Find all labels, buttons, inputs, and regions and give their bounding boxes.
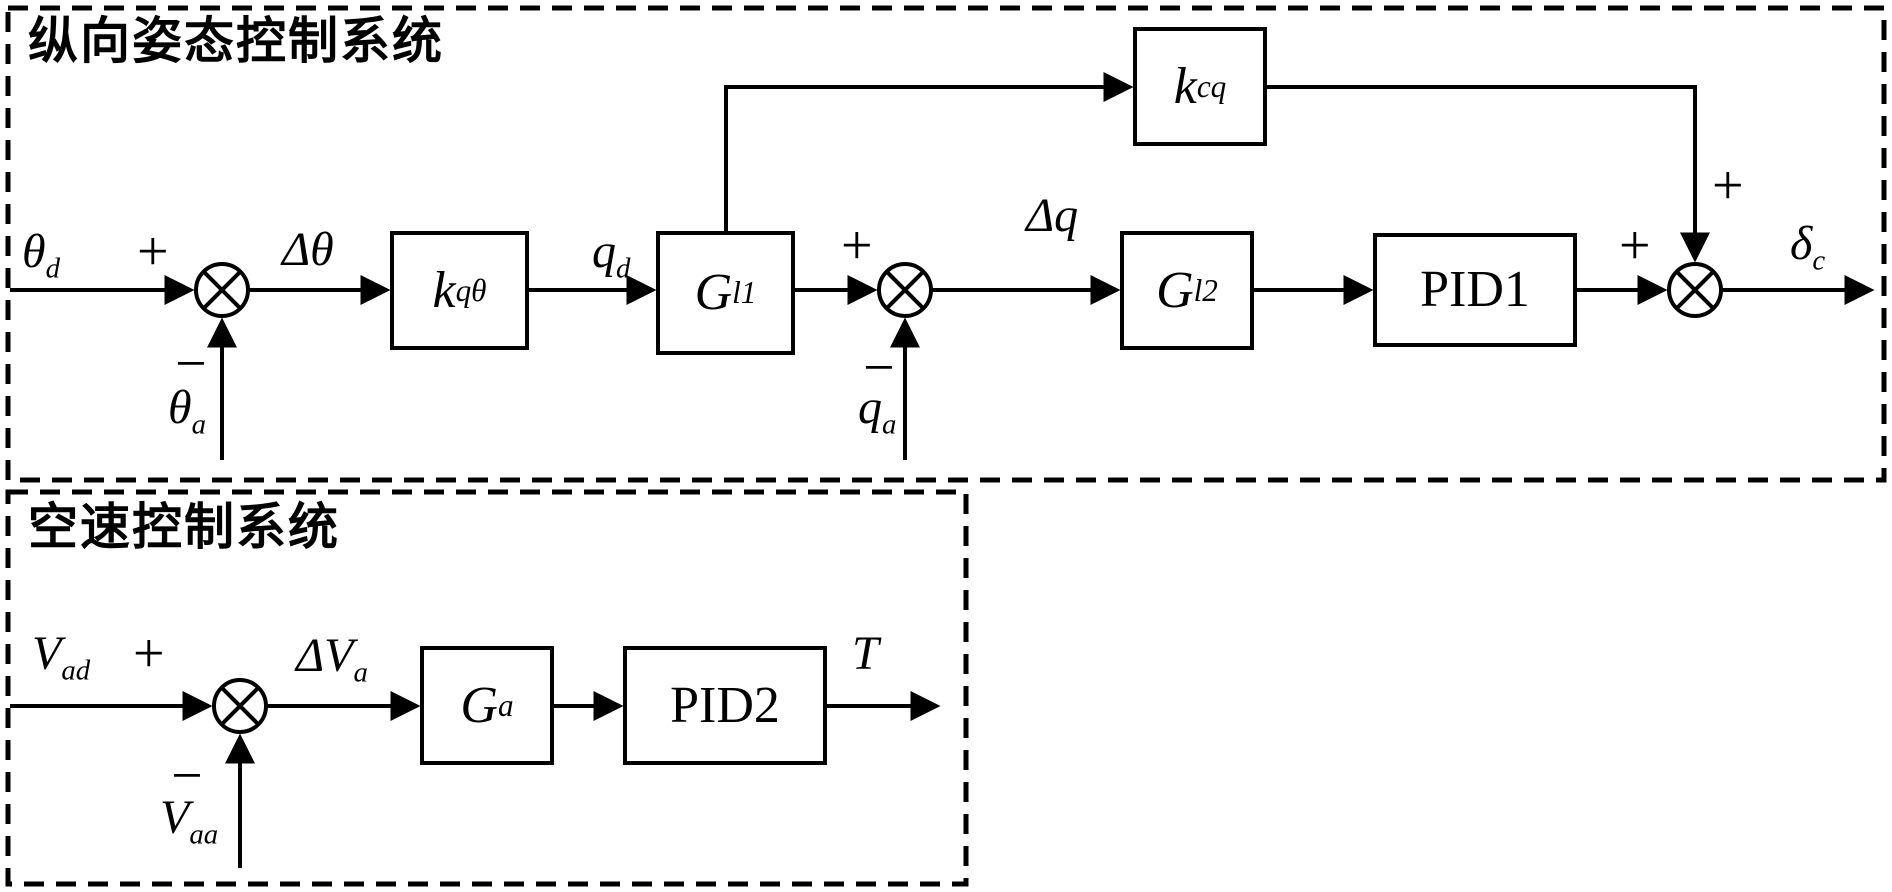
summing-junction-airspeed: [212, 678, 268, 734]
airspeed-system-title: 空速控制系统: [28, 499, 340, 555]
block-label-pid2: PID2: [670, 676, 780, 734]
block-pid1: [1373, 233, 1577, 347]
attitude-system-box: [5, 5, 1887, 483]
signal-theta-d: θd: [22, 225, 60, 285]
block-g-a: [420, 646, 554, 765]
block-g-l2: [1120, 231, 1254, 350]
plus-sign-pid1: +: [1619, 215, 1651, 277]
attitude-system-title: 纵向姿态控制系统: [28, 13, 444, 69]
signal-delta-v-a: ΔVa: [296, 629, 368, 689]
plus-sign-v-ad: +: [133, 623, 165, 685]
signal-delta-c: δc: [1790, 217, 1826, 277]
plus-sign-kcq: +: [1712, 155, 1744, 217]
plus-sign-q: +: [841, 215, 873, 277]
signal-q-d: qd: [592, 225, 631, 285]
block-pid2: [623, 646, 827, 765]
signal-v-ad: Vad: [32, 627, 91, 687]
block-g-l1: [656, 231, 795, 355]
block-label-pid1: PID1: [1420, 261, 1530, 318]
signal-delta-theta: Δθ: [282, 223, 334, 276]
signal-theta-a: θa: [168, 381, 206, 441]
signal-delta-q: Δq: [1026, 189, 1079, 242]
summing-junction-delta-c: [1667, 262, 1723, 318]
signal-q-a: qa: [858, 381, 897, 441]
block-k-qtheta: [390, 231, 529, 350]
summing-junction-q: [877, 262, 933, 318]
signal-thrust: T: [852, 627, 879, 680]
summing-junction-theta: [194, 262, 250, 318]
minus-sign-q-a: −: [863, 337, 895, 399]
signal-v-aa: Vaa: [160, 791, 219, 851]
wire-kcq-to-sum3: [1265, 85, 1710, 263]
block-k-cq: [1133, 27, 1267, 146]
minus-sign-theta-a: −: [175, 333, 207, 395]
wire-gl1-to-kcq: [724, 72, 1134, 233]
airspeed-system-box: [5, 489, 969, 887]
minus-sign-v-aa: −: [171, 745, 203, 807]
plus-sign-theta-d: +: [137, 221, 169, 283]
